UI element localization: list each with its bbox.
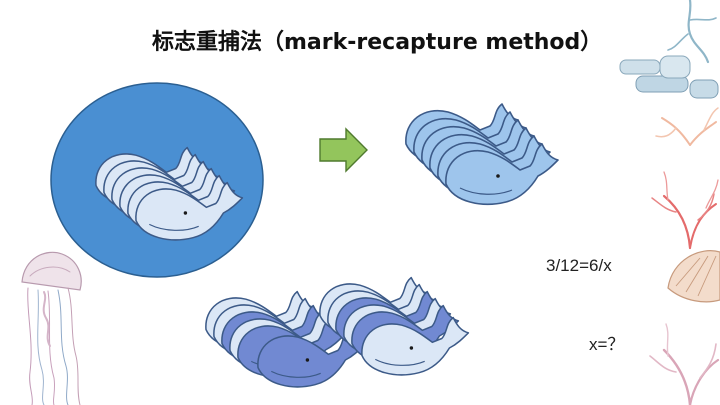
proportion-equation: 3/12=6/x <box>546 256 612 275</box>
jellyfish-illustration <box>21 251 82 405</box>
coral-illustration <box>619 0 720 405</box>
marked-whale-group <box>405 103 559 206</box>
seashell-illustration <box>667 250 720 303</box>
unknown-question: x=？ <box>589 335 625 354</box>
right-arrow-icon <box>319 127 368 173</box>
slide-title: 标志重捕法（mark-recapture method） <box>152 30 603 55</box>
